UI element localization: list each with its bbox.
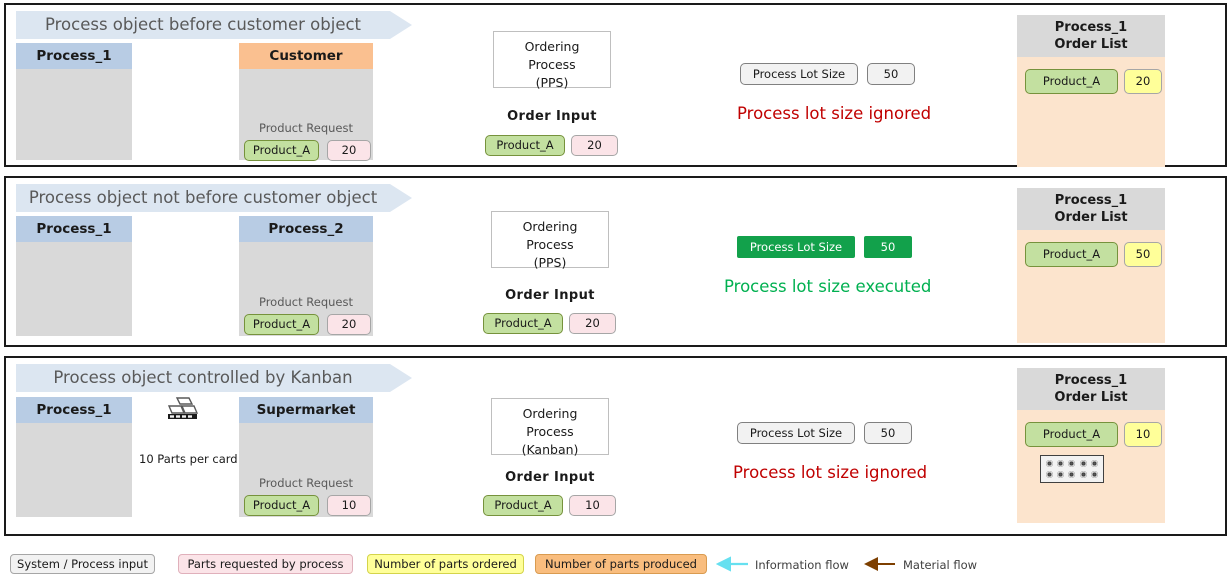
panel-2-order-input-title: Order Input	[505, 470, 595, 485]
panel-0-pps-line1: Ordering	[524, 39, 580, 54]
panel-2-pps-line1: Ordering	[522, 406, 578, 421]
panel-2-request-quantity: 10	[327, 495, 371, 516]
panel-2-order-list: Process_1 Order List Product_A 10	[1017, 368, 1165, 523]
panel-0-order-input-product: Product_A	[485, 135, 565, 156]
panel-1-process1-body	[16, 242, 132, 336]
panel-2-supermarket-body: Product Request Product_A 10	[239, 423, 373, 517]
panel-0-product-request-label: Product Request	[258, 121, 354, 135]
panel-0-verdict: Process lot size ignored	[737, 104, 932, 123]
panel-0-lot-size-label: Process Lot Size	[740, 63, 858, 85]
part-dot	[1079, 471, 1087, 479]
part-dot	[1068, 471, 1076, 479]
panel-2-order-input-product: Product_A	[483, 495, 563, 516]
panel-0-request-product: Product_A	[244, 140, 319, 161]
panel-0-process-box: Process_1	[16, 43, 132, 160]
panel-2-ordering-process-box: Ordering Process (Kanban)	[491, 398, 609, 457]
panel-2-order-list-title: Process_1 Order List	[1017, 368, 1165, 410]
panel-1-lot-size-label: Process Lot Size	[737, 236, 855, 258]
panel-0-order-input-title: Order Input	[507, 109, 597, 124]
panel-2-product-request-label: Product Request	[258, 476, 354, 490]
panel-2-lot-size-value: 50	[864, 422, 912, 444]
panel-1-process2-body: Product Request Product_A 20	[239, 242, 373, 336]
panel-1-request-quantity: 20	[327, 314, 371, 335]
panel-2-pps-line2: Process	[526, 424, 574, 439]
part-dot	[1057, 471, 1065, 479]
panel-2-pps-line3: (Kanban)	[521, 442, 579, 457]
panel-1-process1-title: Process_1	[16, 216, 132, 242]
panel-2-order-input-quantity: 10	[569, 495, 616, 516]
panel-1-process2-box: Process_2 Product Request Product_A 20	[239, 216, 373, 336]
panel-2-supermarket-title: Supermarket	[239, 397, 373, 423]
panel-1-lot-size-value: 50	[864, 236, 912, 258]
panel-2-order-list-product: Product_A	[1025, 422, 1118, 447]
panel-1-ordering-process-box: Ordering Process (PPS)	[491, 211, 609, 270]
part-dot	[1057, 459, 1065, 467]
panel-2-process1-body	[16, 423, 132, 517]
legend-parts-requested: Parts requested by process	[178, 554, 353, 574]
panel-2-order-list-body: Product_A 10	[1017, 410, 1165, 523]
panel-0-process-body	[16, 69, 132, 160]
panel-1-request-product: Product_A	[244, 314, 319, 335]
panel-before-customer: Process object before customer object Pr…	[4, 3, 1227, 167]
legend-parts-ordered: Number of parts ordered	[367, 554, 524, 574]
panel-1-order-list-product: Product_A	[1025, 242, 1118, 267]
panel-2-order-list-quantity: 10	[1124, 422, 1162, 447]
panel-0-order-list: Process_1 Order List Product_A 20	[1017, 15, 1165, 167]
part-dot	[1045, 471, 1053, 479]
panel-0-request-quantity: 20	[327, 140, 371, 161]
panel-2-lot-size-label: Process Lot Size	[737, 422, 855, 444]
panel-not-before-customer: Process object not before customer objec…	[4, 176, 1227, 347]
panel-0-order-list-quantity: 20	[1124, 69, 1162, 94]
panel-2-banner: Process object controlled by Kanban	[16, 364, 412, 392]
panel-1-order-input-title: Order Input	[505, 288, 595, 303]
panel-1-order-list-quantity: 50	[1124, 242, 1162, 267]
panel-1-pps-line1: Ordering	[522, 219, 578, 234]
panel-2-process1-title: Process_1	[16, 397, 132, 423]
panel-0-customer-body: Product Request Product_A 20	[239, 69, 373, 161]
panel-2-process1-box: Process_1	[16, 397, 132, 517]
panel-0-order-input-quantity: 20	[571, 135, 618, 156]
panel-1-order-input-quantity: 20	[569, 313, 616, 334]
panel-0-order-list-title: Process_1 Order List	[1017, 15, 1165, 57]
panel-2-request-product: Product_A	[244, 495, 319, 516]
panel-0-lot-size-value: 50	[867, 63, 915, 85]
kanban-card-stack-icon	[165, 397, 199, 423]
panel-1-order-list: Process_1 Order List Product_A 50	[1017, 188, 1165, 343]
panel-1-process2-title: Process_2	[239, 216, 373, 242]
legend-system-process-input: System / Process input	[10, 554, 155, 574]
panel-0-order-list-body: Product_A 20	[1017, 57, 1165, 167]
legend-material-flow-label: Material flow	[903, 558, 978, 572]
part-dot	[1079, 459, 1087, 467]
panel-kanban: Process object controlled by Kanban Proc…	[4, 356, 1227, 536]
panel-0-customer-box: Customer Product Request Product_A 20	[239, 43, 373, 161]
part-dot	[1091, 471, 1099, 479]
panel-1-product-request-label: Product Request	[258, 295, 354, 309]
part-dot	[1068, 459, 1076, 467]
panel-0-process-title: Process_1	[16, 43, 132, 69]
panel-1-pps-line2: Process	[526, 237, 574, 252]
panel-2-supermarket-box: Supermarket Product Request Product_A 10	[239, 397, 373, 517]
panel-0-pps-line3: (PPS)	[535, 75, 569, 90]
panel-1-order-list-title: Process_1 Order List	[1017, 188, 1165, 230]
part-dot	[1091, 459, 1099, 467]
panel-1-verdict: Process lot size executed	[724, 277, 932, 296]
kanban-parts-per-card-note: 10 Parts per card	[139, 452, 238, 466]
panel-0-ordering-process-box: Ordering Process (PPS)	[493, 31, 611, 90]
panel-0-order-list-product: Product_A	[1025, 69, 1118, 94]
panel-0-pps-line2: Process	[528, 57, 576, 72]
panel-1-order-list-body: Product_A 50	[1017, 230, 1165, 343]
panel-1-process1-box: Process_1	[16, 216, 132, 336]
part-dot	[1045, 459, 1053, 467]
legend-information-flow-label: Information flow	[755, 558, 849, 572]
legend-parts-produced: Number of parts produced	[535, 554, 707, 574]
order-list-parts-grid-icon	[1040, 455, 1104, 483]
panel-2-verdict: Process lot size ignored	[733, 463, 928, 482]
panel-0-customer-title: Customer	[239, 43, 373, 69]
panel-1-banner: Process object not before customer objec…	[16, 184, 412, 212]
panel-1-order-input-product: Product_A	[483, 313, 563, 334]
panel-0-banner: Process object before customer object	[16, 11, 412, 39]
panel-1-pps-line3: (PPS)	[533, 255, 567, 270]
